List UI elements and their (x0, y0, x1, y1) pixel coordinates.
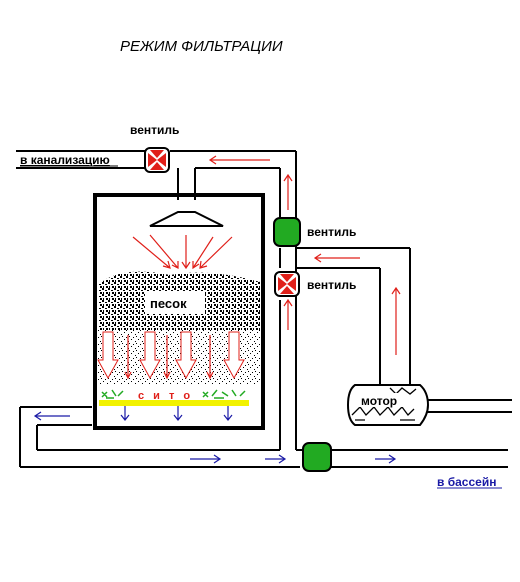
valve-green-lower (302, 442, 332, 472)
flow-bottom-left (33, 411, 70, 421)
valve-green-lower-body (302, 442, 332, 472)
valve-top-wedge-down (150, 162, 164, 170)
sieve-marks (101, 389, 246, 399)
outflow-arrows (33, 411, 397, 464)
motor: мотор (346, 384, 430, 426)
sand-down-arrows (97, 331, 245, 380)
to-pool-label: в бассейн (437, 475, 496, 489)
pipes (16, 150, 512, 468)
motor-label: мотор (361, 394, 397, 408)
flow-converge-5 (199, 236, 233, 269)
valve-green-label: вентиль (307, 225, 356, 239)
flow-sand-2 (163, 335, 171, 380)
valve-red-mid-label: вентиль (307, 278, 356, 292)
sand-label-bg (145, 292, 205, 314)
inflow-arrows (124, 155, 401, 380)
valve-green-upper (273, 217, 301, 247)
flow-sand-3 (206, 335, 214, 380)
page-title: РЕЖИМ ФИЛЬТРАЦИИ (120, 38, 283, 55)
flow-right-up (283, 173, 293, 210)
flow-top-left (208, 155, 270, 165)
flow-pool-right (375, 454, 397, 464)
funnel (149, 211, 224, 227)
to-sewer-label: в канализацию (20, 153, 110, 167)
sieve-label: с и т о (138, 390, 193, 402)
flow-converge-2 (149, 234, 179, 269)
sieve-outflow-arrows (120, 406, 233, 421)
outflow-arrow-2 (173, 406, 183, 421)
valve-top-closed (144, 147, 170, 173)
sieve-band (99, 400, 249, 406)
valve-top-label: вентиль (130, 123, 179, 137)
flow-sand-1 (124, 335, 132, 380)
valve-mid-wedge-down (280, 286, 294, 294)
flow-converge-3 (181, 235, 191, 270)
flow-motor-up (391, 286, 401, 355)
valve-top-wedge-left (148, 153, 157, 167)
valve-mid-wedge-right (287, 277, 296, 291)
valve-green-upper-body (273, 217, 301, 247)
flow-converge-4 (192, 236, 214, 270)
outflow-arrow-3 (223, 406, 233, 421)
sand-arrow-1 (97, 331, 119, 380)
sand-arrow-2 (139, 331, 161, 380)
motor-label-bg (359, 393, 405, 407)
valve-top-wedge-up (150, 150, 164, 158)
motor-winding (351, 387, 417, 421)
flow-motor-left (313, 253, 360, 263)
valve-top-wedge-right (157, 153, 166, 167)
sand-arrow-4 (223, 331, 245, 380)
filter-tank: песок с и т о (93, 193, 265, 430)
flow-bottom-right-1 (190, 454, 222, 464)
flow-bottom-right-2 (265, 454, 287, 464)
sand-label: песок (150, 296, 187, 311)
flow-converge-1 (132, 236, 171, 269)
sand-arrow-3 (175, 331, 197, 380)
valve-red-mid (274, 271, 300, 297)
flow-right-lower-up (283, 298, 293, 330)
valve-mid-wedge-up (280, 274, 294, 282)
tank-wall (93, 193, 265, 430)
valve-mid-wedge-left (278, 277, 287, 291)
outflow-arrow-1 (120, 406, 130, 421)
